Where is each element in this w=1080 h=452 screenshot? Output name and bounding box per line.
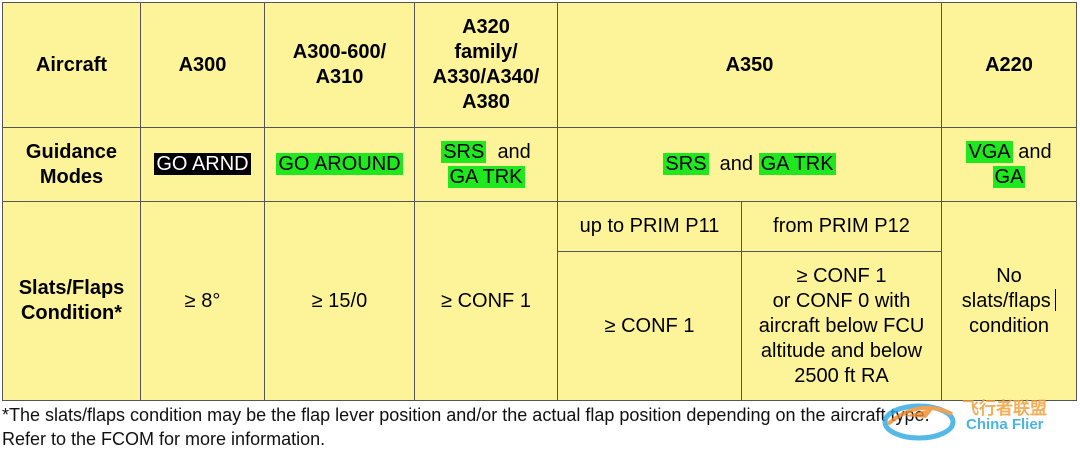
header-a350: A350 bbox=[557, 2, 942, 128]
header-a320: A320 family/ A330/A340/ A380 bbox=[414, 2, 558, 128]
header-line: family/ bbox=[454, 41, 518, 63]
slats-a350-p12: ≥ CONF 1 or CONF 0 with aircraft below F… bbox=[741, 251, 942, 401]
row-label-line: Guidance bbox=[25, 140, 118, 163]
a350-subheader-p11: up to PRIM P11 bbox=[557, 201, 742, 252]
watermark-subtext: China Flier bbox=[966, 416, 1044, 433]
a350-subheader-p12: from PRIM P12 bbox=[741, 201, 942, 252]
slats-a300-600: ≥ 15/0 bbox=[264, 201, 415, 401]
header-line: A380 bbox=[462, 91, 510, 113]
guidance-row: Guidance Modes GO ARND GO AROUND SRS and… bbox=[2, 127, 1077, 202]
slats-row-bottom: ≥ CONF 1 ≥ CONF 1 or CONF 0 with aircraf… bbox=[3, 251, 1077, 401]
and-text: and bbox=[1018, 140, 1052, 163]
row-label-line: Condition* bbox=[20, 302, 123, 324]
and-text: and bbox=[719, 153, 754, 175]
mode-srs: SRS bbox=[441, 140, 487, 163]
guidance-a300: GO ARND bbox=[140, 127, 265, 202]
mode-ga-trk: GA TRK bbox=[758, 153, 836, 175]
watermark-text: 飞行者联盟 bbox=[962, 399, 1047, 418]
fma-comparison-table: Aircraft A300 A300-600/ A310 A320 family… bbox=[2, 2, 1077, 401]
header-aircraft: Aircraft bbox=[2, 2, 141, 128]
slats-a220: No slats/flaps condition bbox=[941, 201, 1077, 401]
slats-a300: ≥ 8° bbox=[140, 201, 265, 401]
mode-vga: VGA bbox=[966, 140, 1013, 163]
watermark-logo-icon bbox=[882, 403, 956, 441]
header-line: A300-600/ bbox=[292, 41, 387, 63]
footnote: *The slats/flaps condition may be the fl… bbox=[2, 403, 1078, 451]
header-line: A320 bbox=[462, 16, 510, 38]
row-label-line: Modes bbox=[39, 165, 104, 188]
guidance-a350: SRS and GA TRK bbox=[557, 127, 942, 202]
text-cursor bbox=[1054, 288, 1057, 311]
mode-srs: SRS bbox=[663, 153, 709, 175]
row-label-line: Slats/Flaps bbox=[18, 277, 125, 299]
cell-line: aircraft below FCU bbox=[758, 314, 925, 337]
cell-line: slats/flaps bbox=[961, 289, 1051, 312]
cell-line: ≥ CONF 1 bbox=[796, 264, 887, 287]
guidance-row-label: Guidance Modes bbox=[2, 127, 141, 202]
watermark: 飞行者联盟 China Flier bbox=[874, 394, 1074, 444]
cell-line: or CONF 0 with bbox=[772, 289, 911, 312]
footnote-line-1: *The slats/flaps condition may be the fl… bbox=[2, 405, 930, 425]
slats-row-label: Slats/Flaps Condition* bbox=[2, 201, 141, 401]
header-a300-600: A300-600/ A310 bbox=[264, 2, 415, 128]
cell-line: 2500 ft RA bbox=[794, 364, 889, 387]
cell-line: No bbox=[996, 264, 1022, 287]
footnote-line-2: Refer to the FCOM for more information. bbox=[2, 429, 326, 449]
mode-ga: GA bbox=[992, 165, 1026, 188]
guidance-a220: VGA and GA bbox=[941, 127, 1077, 202]
header-line: A330/A340/ bbox=[432, 66, 540, 88]
header-row: Aircraft A300 A300-600/ A310 A320 family… bbox=[2, 2, 1077, 128]
cell-line: altitude and below bbox=[760, 339, 923, 362]
slats-row-top: Slats/Flaps Condition* ≥ 8° ≥ 15/0 ≥ CON… bbox=[2, 201, 1077, 401]
mode-go-around: GO AROUND bbox=[276, 153, 403, 175]
guidance-a300-600: GO AROUND bbox=[264, 127, 415, 202]
mode-ga-trk: GA TRK bbox=[447, 165, 525, 188]
guidance-a320: SRS and GA TRK bbox=[414, 127, 558, 202]
and-text: and bbox=[497, 140, 531, 163]
header-line: A310 bbox=[315, 66, 364, 88]
slats-a350-p11: ≥ CONF 1 bbox=[557, 251, 742, 401]
mode-go-arnd: GO ARND bbox=[154, 153, 251, 175]
cell-line: condition bbox=[968, 314, 1050, 337]
header-a220: A220 bbox=[941, 2, 1077, 128]
slats-a320: ≥ CONF 1 bbox=[414, 201, 558, 401]
header-a300: A300 bbox=[140, 2, 265, 128]
